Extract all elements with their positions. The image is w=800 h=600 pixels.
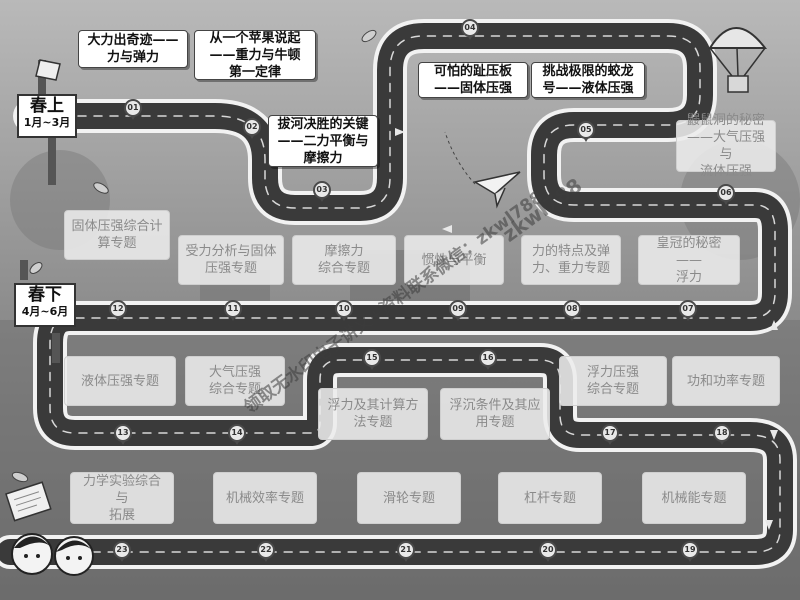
stop-marker-21: 21 xyxy=(397,541,415,562)
stop-marker-10: 10 xyxy=(335,300,353,321)
stop-marker-02: 02 xyxy=(243,118,261,139)
stop-card-17: 浮力压强 综合专题 xyxy=(559,356,667,406)
stop-marker-05: 05 xyxy=(577,121,595,142)
stop-marker-03: 03 xyxy=(313,181,331,202)
direction-arrows xyxy=(395,128,778,530)
stop-marker-22: 22 xyxy=(257,541,275,562)
sign-spring-second: 春下 4月~6月 xyxy=(14,283,76,327)
stop-card-02: 从一个苹果说起 ——重力与牛顿 第一定律 xyxy=(194,30,316,80)
stop-marker-16: 16 xyxy=(479,349,497,370)
stop-card-05: 挑战极限的蛟龙 号——液体压强 xyxy=(531,62,645,98)
arrow-down-icon xyxy=(770,320,778,330)
stop-marker-14: 14 xyxy=(228,424,246,445)
sign-post-top xyxy=(35,59,61,185)
arrow-left-icon xyxy=(442,225,452,233)
stop-card-22: 机械效率专题 xyxy=(213,472,317,524)
stop-marker-06: 06 xyxy=(717,184,735,205)
stop-card-11: 受力分析与固体 压强专题 xyxy=(178,235,284,285)
leaf-icon xyxy=(11,29,377,483)
stop-marker-23: 23 xyxy=(113,541,131,562)
sign-title: 春上 xyxy=(30,96,64,116)
paper-plane-icon xyxy=(444,131,521,209)
stop-marker-09: 09 xyxy=(449,300,467,321)
stop-card-09: 惯性与平衡 xyxy=(404,235,504,285)
stop-card-08: 力的特点及弹 力、重力专题 xyxy=(521,235,621,285)
scroll-icon xyxy=(5,481,52,522)
sign-title: 春下 xyxy=(28,285,62,305)
stop-card-10: 摩擦力 综合专题 xyxy=(292,235,396,285)
stop-card-01: 大力出奇迹—— 力与弹力 xyxy=(78,30,188,68)
stop-card-07: 皇冠的秘密—— 浮力 xyxy=(638,235,740,285)
stop-marker-12: 12 xyxy=(109,300,127,321)
stop-marker-19: 19 xyxy=(681,541,699,562)
stop-card-14: 大气压强 综合专题 xyxy=(185,356,285,406)
stop-marker-20: 20 xyxy=(539,541,557,562)
parachute-icon xyxy=(708,27,768,93)
stop-card-23: 力学实验综合与 拓展 xyxy=(70,472,174,524)
stop-card-04: 可怕的趾压板 ——固体压强 xyxy=(418,62,528,98)
stop-marker-13: 13 xyxy=(114,424,132,445)
stop-card-21: 滑轮专题 xyxy=(357,472,461,524)
stop-card-15: 浮力及其计算方 法专题 xyxy=(318,388,428,440)
stop-marker-15: 15 xyxy=(363,349,381,370)
stop-marker-18: 18 xyxy=(713,424,731,445)
stop-marker-11: 11 xyxy=(224,300,242,321)
stop-card-16: 浮沉条件及其应 用专题 xyxy=(440,388,550,440)
stop-card-18: 功和功率专题 xyxy=(672,356,780,406)
stop-card-03: 拔河决胜的关键 ——二力平衡与 摩擦力 xyxy=(268,115,378,167)
stop-card-19: 机械能专题 xyxy=(642,472,746,524)
sign-spring-first: 春上 1月~3月 xyxy=(17,94,77,138)
stop-card-20: 杠杆专题 xyxy=(498,472,602,524)
arrow-down-icon xyxy=(770,430,778,440)
sign-range: 4月~6月 xyxy=(21,305,69,318)
arrow-down-icon xyxy=(765,520,773,530)
stop-marker-08: 08 xyxy=(563,300,581,321)
sign-post-bottom xyxy=(20,260,60,363)
arrow-right-icon xyxy=(395,128,405,136)
sign-range: 1月~3月 xyxy=(23,116,71,129)
stop-marker-04: 04 xyxy=(461,19,479,40)
stop-marker-01: 01 xyxy=(124,99,142,120)
stop-card-13: 液体压强专题 xyxy=(64,356,176,406)
stop-marker-07: 07 xyxy=(679,300,697,321)
cartoon-kids-icon xyxy=(11,533,94,576)
stop-card-12: 固体压强综合计 算专题 xyxy=(64,210,170,260)
stop-card-06: 鼹鼠洞的秘密 ——大气压强与 流体压强 xyxy=(676,113,776,179)
stop-marker-17: 17 xyxy=(601,424,619,445)
